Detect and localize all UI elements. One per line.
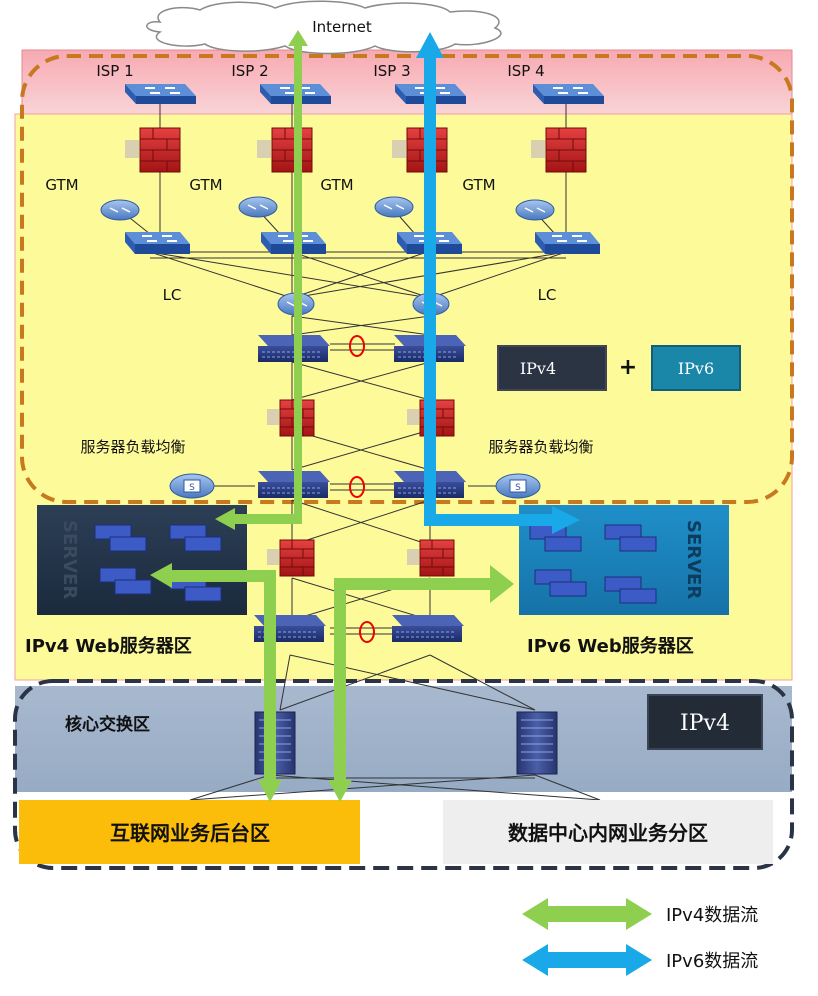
tag-plus: + [619, 355, 637, 380]
lc-switch-icon [261, 232, 326, 254]
dc-zone-box [443, 800, 773, 864]
gtm-label-2: GTM [189, 176, 222, 194]
svg-text:S: S [189, 483, 195, 493]
ipv4-flow-arrows [150, 30, 514, 802]
isp-label-4: ISP 4 [507, 62, 544, 80]
link-bundle-ring [349, 476, 365, 498]
slb-label-right: 服务器负载均衡 [488, 438, 593, 456]
core-tag-ipv4: IPv4 [680, 711, 730, 736]
legend-ipv6: IPv6数据流 [522, 944, 758, 976]
load-balancer-icon: S [495, 473, 541, 499]
ipv4-legend-arrow [522, 898, 652, 930]
legend-ipv4: IPv4数据流 [522, 898, 758, 930]
firewall-icon [267, 539, 315, 577]
server-stack-icon [529, 524, 657, 604]
gtm-router-icon [374, 196, 414, 218]
core-switch-cabinet-icon [516, 711, 558, 775]
isp-switch-icon [125, 84, 196, 104]
ipv4-ipv6-dualstack-tag: IPv4 + IPv6 [497, 345, 741, 391]
dmz-dashed-boundary [20, 54, 794, 504]
core-ipv4-tag: IPv4 [647, 694, 763, 750]
ipv6-zone-label: IPv6 Web服务器区 [527, 635, 694, 657]
backend-zone-label: 互联网业务后台区 [110, 821, 270, 845]
gtm-router-icon [515, 199, 555, 221]
firewall-icon [407, 539, 455, 577]
load-balancer-icon: S [169, 473, 215, 499]
core-zone-label: 核心交换区 [65, 714, 150, 735]
lc-switch-icon [125, 232, 190, 254]
ipv6-server-zone: SERVER [519, 505, 729, 615]
gtm-router-icon [100, 199, 140, 221]
link-bundle-ring [359, 621, 375, 643]
firewall-icon [125, 127, 181, 173]
legend-ipv6-text: IPv6数据流 [666, 951, 758, 972]
server-word-left: SERVER [59, 520, 80, 599]
lc-switch-icon [535, 232, 600, 254]
chassis-switch-icon [392, 615, 464, 642]
legend-ipv4-text: IPv4数据流 [666, 905, 758, 926]
tag-ipv4: IPv4 [520, 359, 556, 378]
firewall-icon [531, 127, 587, 173]
ipv4-server-zone: SERVER [37, 505, 247, 615]
slb-label-left: 服务器负载均衡 [80, 438, 185, 456]
lc-label-left: LC [163, 286, 182, 304]
ipv4-zone-label: IPv4 Web服务器区 [25, 635, 192, 657]
isp-label-1: ISP 1 [96, 62, 133, 80]
ipv6-flow-arrow [416, 32, 580, 534]
lc-label-right: LC [538, 286, 557, 304]
gtm-label-4: GTM [462, 176, 495, 194]
tag-ipv6: IPv6 [678, 359, 714, 378]
backend-zone-box [19, 800, 360, 864]
gtm-label-1: GTM [45, 176, 78, 194]
gtm-label-3: GTM [320, 176, 353, 194]
svg-text:S: S [515, 483, 521, 493]
core-dashed-boundary [13, 679, 794, 870]
ipv6-legend-arrow [522, 944, 652, 976]
isp-label-2: ISP 2 [231, 62, 268, 80]
dc-zone-label: 数据中心内网业务分区 [508, 821, 708, 845]
gtm-router-icon [238, 196, 278, 218]
internet-label: Internet [312, 18, 372, 36]
server-word-right: SERVER [683, 520, 704, 599]
internet-cloud-icon [146, 0, 502, 55]
firewall-icon [257, 127, 313, 173]
isp-switch-icon [533, 84, 604, 104]
isp-band [21, 49, 793, 115]
link-bundle-ring [349, 335, 365, 357]
isp-label-3: ISP 3 [373, 62, 410, 80]
server-stack-icon [94, 524, 222, 602]
